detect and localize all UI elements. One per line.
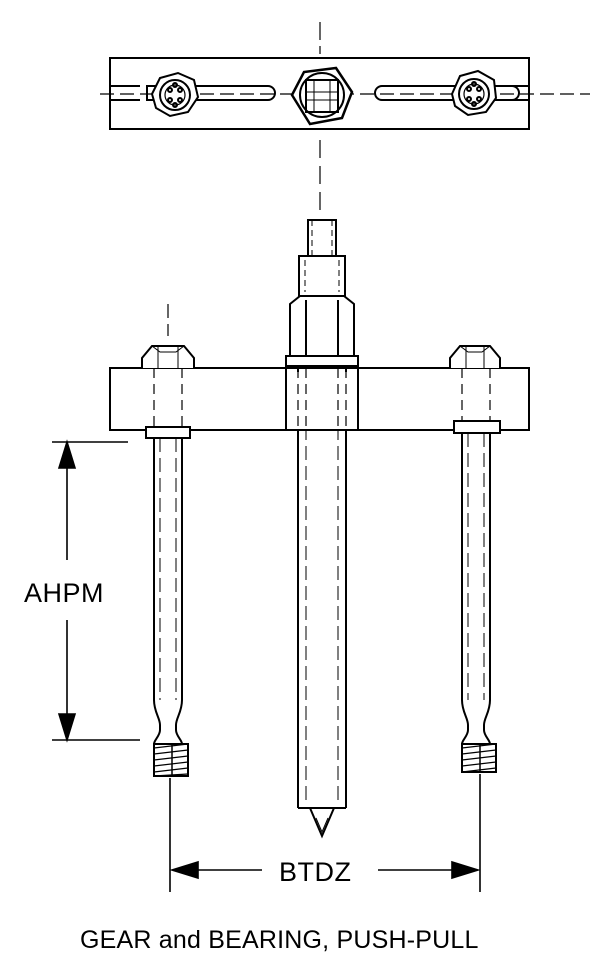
height-dimension xyxy=(52,439,140,743)
top-view xyxy=(100,22,590,130)
width-dimension xyxy=(169,774,481,892)
right-slot xyxy=(374,85,520,101)
right-bolt-head-top xyxy=(450,69,498,117)
yoke-bar xyxy=(109,367,530,431)
diagram-caption: GEAR and BEARING, PUSH-PULL xyxy=(80,926,479,954)
forcing-screw xyxy=(285,219,359,839)
left-slot xyxy=(146,85,276,101)
left-leg xyxy=(141,304,195,777)
width-dimension-label: BTDZ xyxy=(279,857,352,887)
left-bolt-head-top xyxy=(150,71,200,118)
side-view xyxy=(109,219,530,839)
right-leg xyxy=(449,345,501,773)
height-dimension-label: AHPM xyxy=(24,578,105,608)
center-nut-top xyxy=(290,66,354,126)
